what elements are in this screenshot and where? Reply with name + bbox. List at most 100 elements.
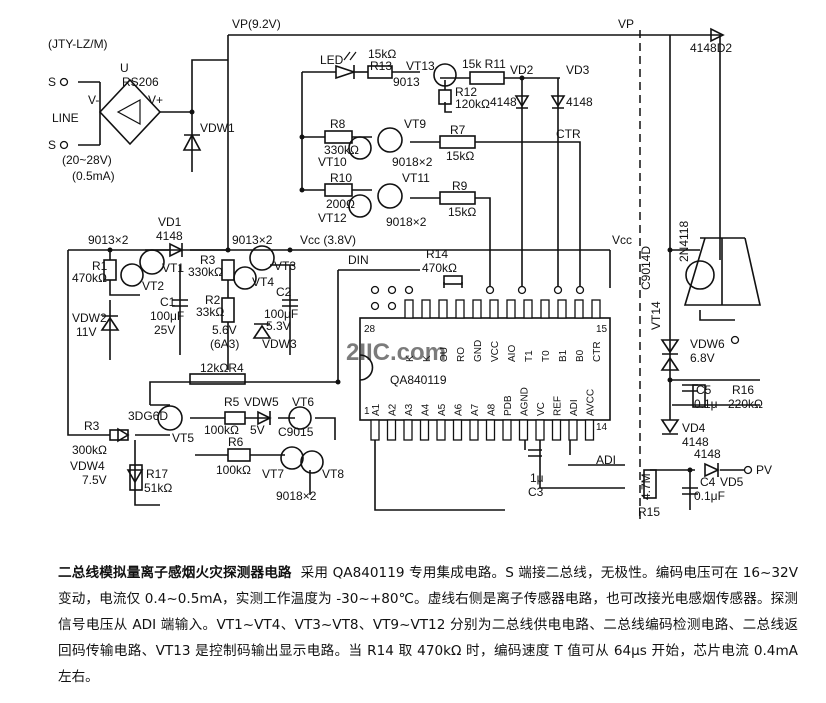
- ic-pin15-label: 15: [596, 324, 608, 335]
- ic-pin-bottom-label: REF: [553, 396, 564, 416]
- vd5-label: VD5: [720, 475, 744, 489]
- r2-value: 33kΩ: [196, 305, 224, 319]
- bridge-part-label: RS206: [122, 75, 159, 89]
- vp-right-label: VP: [618, 17, 634, 31]
- r11-label: 15k R11: [462, 57, 506, 71]
- vdw6-value: 6.8V: [690, 351, 715, 365]
- ic-pin-bottom-stub: [419, 419, 430, 441]
- r8-value: 330kΩ: [324, 143, 359, 157]
- r5-label: R5: [224, 395, 240, 409]
- ic-pin-top-stub: [523, 299, 533, 319]
- vd1-label: VD1: [158, 215, 182, 229]
- vt9-label: VT9: [404, 117, 426, 131]
- zener-56-label: 5.6V: [212, 323, 237, 337]
- ic-pin-top-stub: [489, 299, 499, 319]
- vdw5-label: VDW5: [244, 395, 279, 409]
- vt6-part: C9015: [278, 425, 314, 439]
- r7-value: 15kΩ: [446, 149, 474, 163]
- ic-pin-top-label: B0: [575, 349, 586, 362]
- terminal-s-bottom: S: [48, 138, 56, 152]
- ic-pin1-label: 1: [364, 406, 370, 417]
- vcc-rail-label: Vcc (3.8V): [300, 233, 356, 247]
- ic-pin-bottom-label: A1: [371, 403, 382, 416]
- ic-pin-top-label: K: [405, 355, 416, 362]
- vdw2-label: VDW2: [72, 311, 107, 325]
- vt3-label: VT3: [274, 259, 296, 273]
- led-symbol: [335, 64, 357, 80]
- c1-voltage: 25V: [154, 323, 175, 337]
- bridge-u-label: U: [120, 61, 129, 75]
- c3-value: 1μ: [530, 471, 544, 485]
- vt11-part: 9018×2: [386, 215, 427, 229]
- r13-value: 15kΩ: [368, 47, 396, 61]
- c5-label: C5: [696, 383, 712, 397]
- d2-label: 4148D2: [690, 41, 732, 55]
- vdw4-label: VDW4: [70, 459, 105, 473]
- vd4-label: VD4: [682, 421, 706, 435]
- ic-pin-top-stub: [591, 299, 601, 319]
- r8-label: R8: [330, 117, 346, 131]
- vdw2-value: 11V: [76, 325, 96, 339]
- vt13-label: VT13: [406, 59, 435, 73]
- r9-value: 15kΩ: [448, 205, 476, 219]
- ic-pin-top-label: GND: [473, 340, 484, 362]
- vt3-vt4-part: 9013×2: [232, 233, 273, 247]
- r12-value: 120kΩ: [455, 97, 490, 111]
- r17-label: R17: [146, 467, 168, 481]
- ic-pin-top-stub: [557, 299, 567, 319]
- components: [59, 27, 761, 499]
- r9-label: R9: [452, 179, 468, 193]
- vt4-label: VT4: [252, 275, 274, 289]
- ic-pin-top-stub: [438, 299, 448, 319]
- vt5-label: VT5: [172, 431, 194, 445]
- r17-value: 51kΩ: [144, 481, 172, 495]
- ic-pin-bottom-stub: [518, 419, 529, 441]
- vt10-label: VT10: [318, 155, 347, 169]
- ic-pin-top-stub: [574, 299, 584, 319]
- figure-caption: 二总线模拟量离子感烟火灾探测器电路 采用 QA840119 专用集成电路。S 端…: [58, 560, 798, 690]
- terminal-s-top: S: [48, 75, 56, 89]
- c5-value: 0.1μ: [694, 397, 718, 411]
- r6-label: R6: [228, 435, 244, 449]
- vdw3-label: VDW3: [262, 337, 297, 351]
- ic-pin-bottom-label: A2: [388, 403, 399, 416]
- ic-pin-top-label: T0: [541, 350, 552, 362]
- r14-label: R14: [426, 247, 448, 261]
- vt6-label: VT6: [292, 395, 314, 409]
- ic-pin-top-stub: [540, 299, 550, 319]
- ic-pin-bottom-stub: [502, 419, 512, 441]
- r15-value: 4.7M: [639, 473, 653, 500]
- ic-pin-bottom-stub: [568, 419, 578, 441]
- model-label: (JTY-LZ/M): [48, 37, 108, 51]
- watermark: 2IIC.com: [346, 339, 446, 366]
- vd5-part: 4148: [694, 447, 721, 461]
- ic-qa840119-body: [359, 317, 611, 421]
- ic-pin-top-stub: [506, 299, 516, 319]
- r14-value: 470kΩ: [422, 261, 457, 275]
- r3-value: 330kΩ: [188, 265, 223, 279]
- vdw1-label: VDW1: [200, 121, 235, 135]
- vcc-right-label: Vcc: [612, 233, 632, 247]
- vt7-vt8-part: 9018×2: [276, 489, 317, 503]
- c2-value: 100μF: [264, 307, 298, 321]
- vd4-part: 4148: [682, 435, 709, 449]
- wiring: [67, 34, 760, 511]
- ic-pin-bottom-label: A3: [404, 403, 415, 416]
- vt13-part: 9013: [393, 75, 420, 89]
- vt7-label: VT7: [262, 467, 284, 481]
- ic-pin-bottom-stub: [452, 419, 463, 441]
- c4-label: C4: [700, 475, 716, 489]
- vdw5-value: 5V: [250, 423, 265, 437]
- ic-pin-bottom-stub: [436, 419, 446, 441]
- ic-pin-top-label: RO: [456, 347, 467, 362]
- c4-value: 0.1μF: [694, 489, 725, 503]
- vt11-label: VT11: [402, 171, 430, 185]
- ic-pin-top-label: OU: [439, 347, 450, 362]
- ic-pin-bottom-stub: [386, 419, 397, 441]
- vd3-label: VD3: [566, 63, 590, 77]
- junctions: [107, 75, 693, 473]
- pv-label: PV: [756, 463, 772, 477]
- r5-value: 100kΩ: [204, 423, 239, 437]
- r3-label: R3: [200, 253, 216, 267]
